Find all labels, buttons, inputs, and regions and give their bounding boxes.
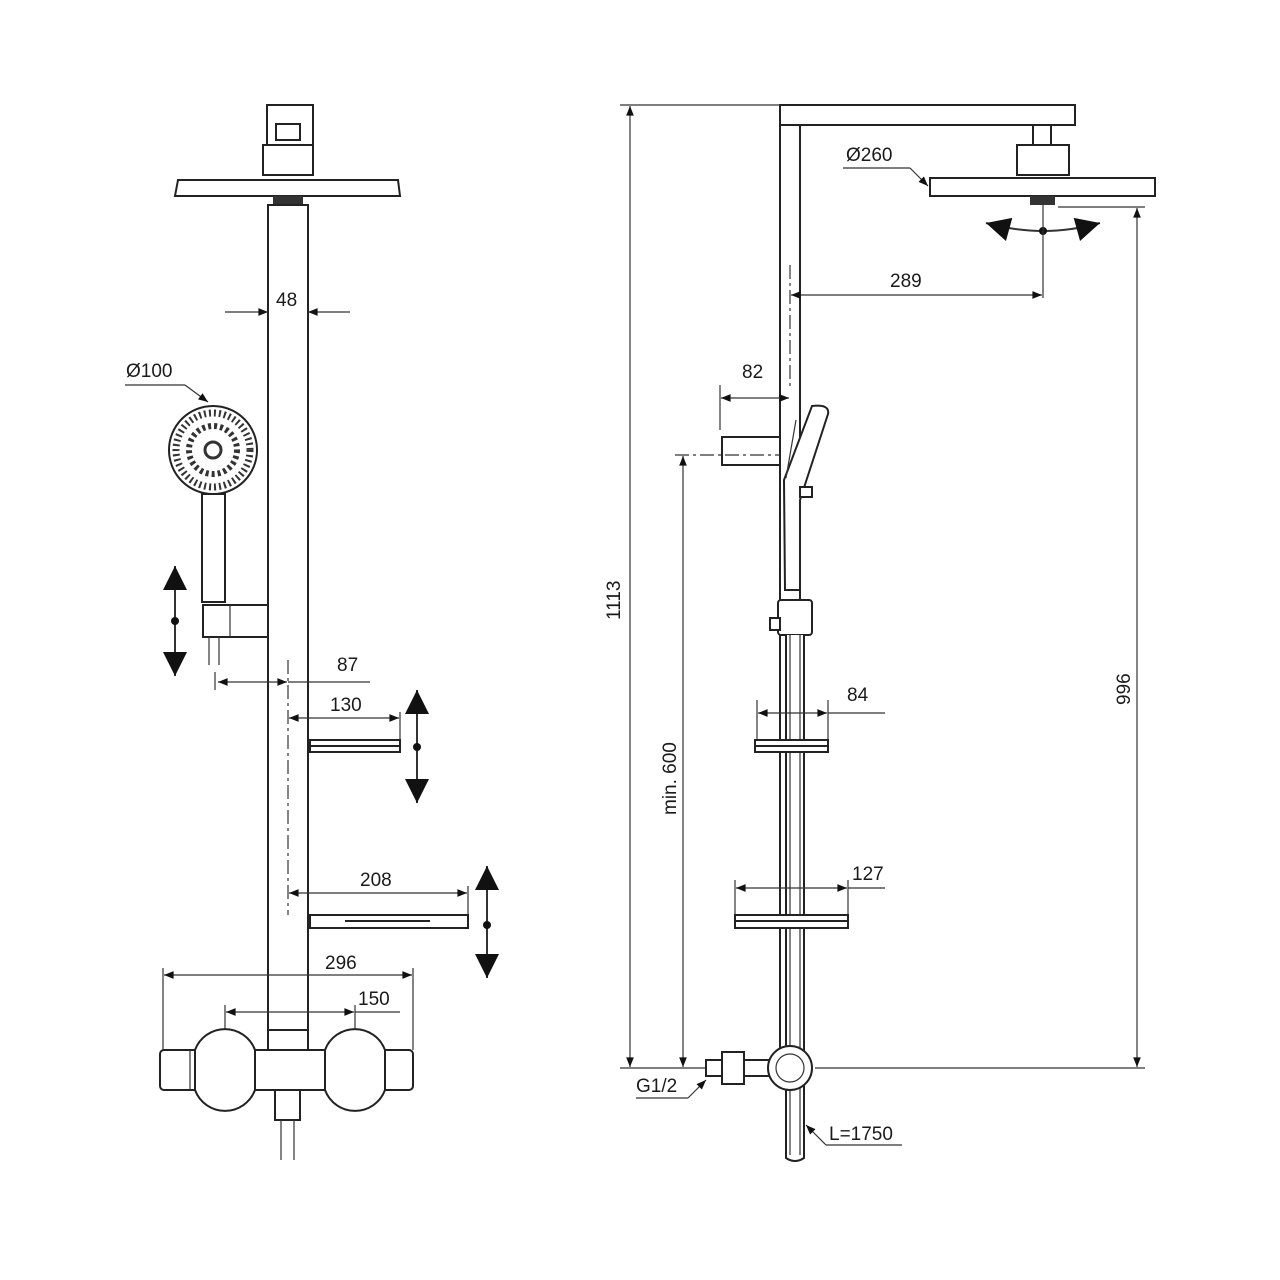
- dim-label: min. 600: [660, 742, 681, 815]
- dim-small-shelf-depth: 130: [289, 695, 401, 740]
- dim-label: 150: [358, 989, 390, 1010]
- dim-label: 130: [330, 695, 362, 716]
- dim-label: 1113: [604, 581, 625, 620]
- label-connection-thread: G1/2: [636, 1076, 707, 1099]
- dim-holder-offset: 87: [218, 655, 370, 686]
- slide-arrow-hand: [163, 566, 187, 676]
- label-hose-length: L=1750: [805, 1124, 902, 1146]
- overhead-arm: [779, 104, 1076, 126]
- riser-rail: [267, 204, 309, 1051]
- dim-head-height: 996: [815, 208, 1145, 1069]
- dim-mixer-centres: 150: [224, 989, 400, 1040]
- slide-arrow-large-shelf: [475, 866, 499, 978]
- front-view: 48 Ø100 87: [125, 104, 499, 1160]
- dim-label: 82: [742, 362, 763, 383]
- tilt-arrow: [985, 205, 1145, 298]
- dim-min-holder-height: min. 600: [660, 456, 687, 1067]
- dim-label: 289: [890, 271, 922, 292]
- dim-overhead-diameter: Ø260: [843, 145, 929, 187]
- dim-arm-projection: 289: [790, 271, 1042, 299]
- hand-shower-side: [769, 404, 830, 636]
- wall-connection: [705, 1045, 813, 1091]
- overhead-shower-front: [173, 104, 402, 205]
- dim-label: 296: [325, 953, 357, 974]
- large-shelf-front: [309, 914, 469, 929]
- slide-arrow-small-shelf: [405, 690, 429, 803]
- dim-label: Ø100: [126, 361, 172, 382]
- dim-small-shelf-width: 84: [756, 685, 885, 740]
- dim-large-shelf-width: 127: [734, 864, 885, 915]
- dim-holder-projection: 82: [719, 362, 790, 430]
- shower-hose: [785, 635, 805, 1162]
- dim-label: 208: [360, 870, 392, 891]
- dim-label: 87: [337, 655, 358, 676]
- dim-label: Ø260: [846, 145, 892, 166]
- dim-label: 48: [276, 290, 297, 311]
- thermostatic-mixer-front: [159, 1028, 414, 1160]
- dim-mixer-width: 296: [162, 953, 414, 1050]
- overhead-shower-side: [929, 124, 1156, 205]
- dim-label: 84: [847, 685, 869, 706]
- hand-holder-side: [721, 436, 781, 466]
- hand-shower-front: Ø100: [125, 361, 269, 665]
- dim-total-height: 1113: [604, 104, 780, 1069]
- dim-label: 996: [1114, 673, 1135, 705]
- dim-label: L=1750: [829, 1124, 893, 1145]
- small-shelf-front: [309, 739, 401, 753]
- dim-label: 127: [852, 864, 884, 885]
- small-shelf-side: [754, 739, 829, 753]
- side-view: Ø260 289 82: [604, 104, 1156, 1162]
- dim-large-shelf-depth: 208: [289, 870, 469, 915]
- dim-riser-width: 48: [225, 290, 350, 316]
- dim-label: G1/2: [636, 1076, 677, 1097]
- large-shelf-side: [734, 914, 849, 929]
